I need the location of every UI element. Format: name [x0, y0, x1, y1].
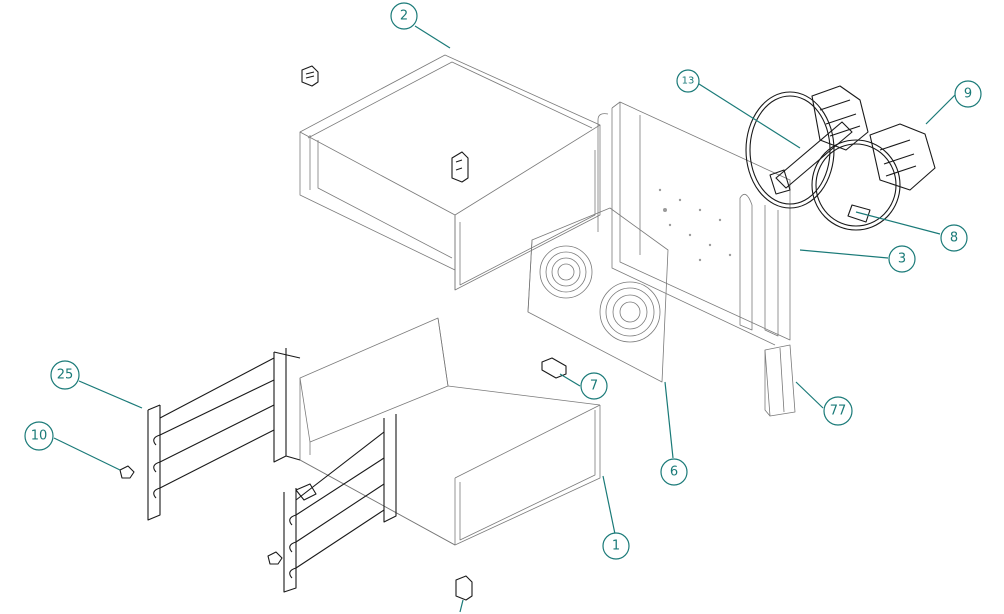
- svg-text:77: 77: [830, 404, 847, 419]
- callout-9: 9: [954, 80, 982, 108]
- callout-6: 6: [660, 458, 688, 486]
- svg-text:6: 6: [670, 465, 678, 480]
- clip-part-7: [541, 357, 567, 379]
- svg-text:25: 25: [57, 368, 74, 383]
- svg-text:10: 10: [31, 429, 48, 444]
- bracket-clip-lower: [455, 575, 473, 601]
- leader-lines: [53, 25, 957, 613]
- callout-7: 7: [580, 372, 608, 400]
- svg-text:13: 13: [682, 76, 695, 87]
- callout-8: 8: [940, 224, 968, 252]
- fan-panel-part: [527, 207, 669, 383]
- knob-part-10: [119, 465, 135, 479]
- callout-13: 13: [676, 69, 700, 93]
- bottom-tray-part: [299, 317, 601, 546]
- callout-3: 3: [888, 245, 916, 273]
- callout-1: 1: [602, 532, 630, 560]
- svg-text:8: 8: [950, 231, 958, 246]
- bracket-clip-upper: [301, 65, 319, 87]
- bracket-clip-cover: [451, 151, 469, 183]
- callout-25: 25: [50, 360, 80, 390]
- svg-text:1: 1: [612, 539, 620, 554]
- svg-text:2: 2: [400, 9, 408, 24]
- callout-2: 2: [390, 2, 418, 30]
- side-bracket-part: [764, 344, 796, 417]
- callout-10: 10: [24, 421, 54, 451]
- fan-motor-assembly: [745, 85, 936, 231]
- left-rack-part: [147, 348, 301, 521]
- callout-77: 77: [823, 396, 853, 426]
- top-cover-part: [299, 54, 601, 291]
- svg-text:9: 9: [964, 87, 972, 102]
- right-rack-part: [267, 414, 397, 593]
- svg-text:7: 7: [590, 379, 598, 394]
- svg-text:3: 3: [898, 252, 906, 267]
- rear-panel-part: [597, 101, 791, 346]
